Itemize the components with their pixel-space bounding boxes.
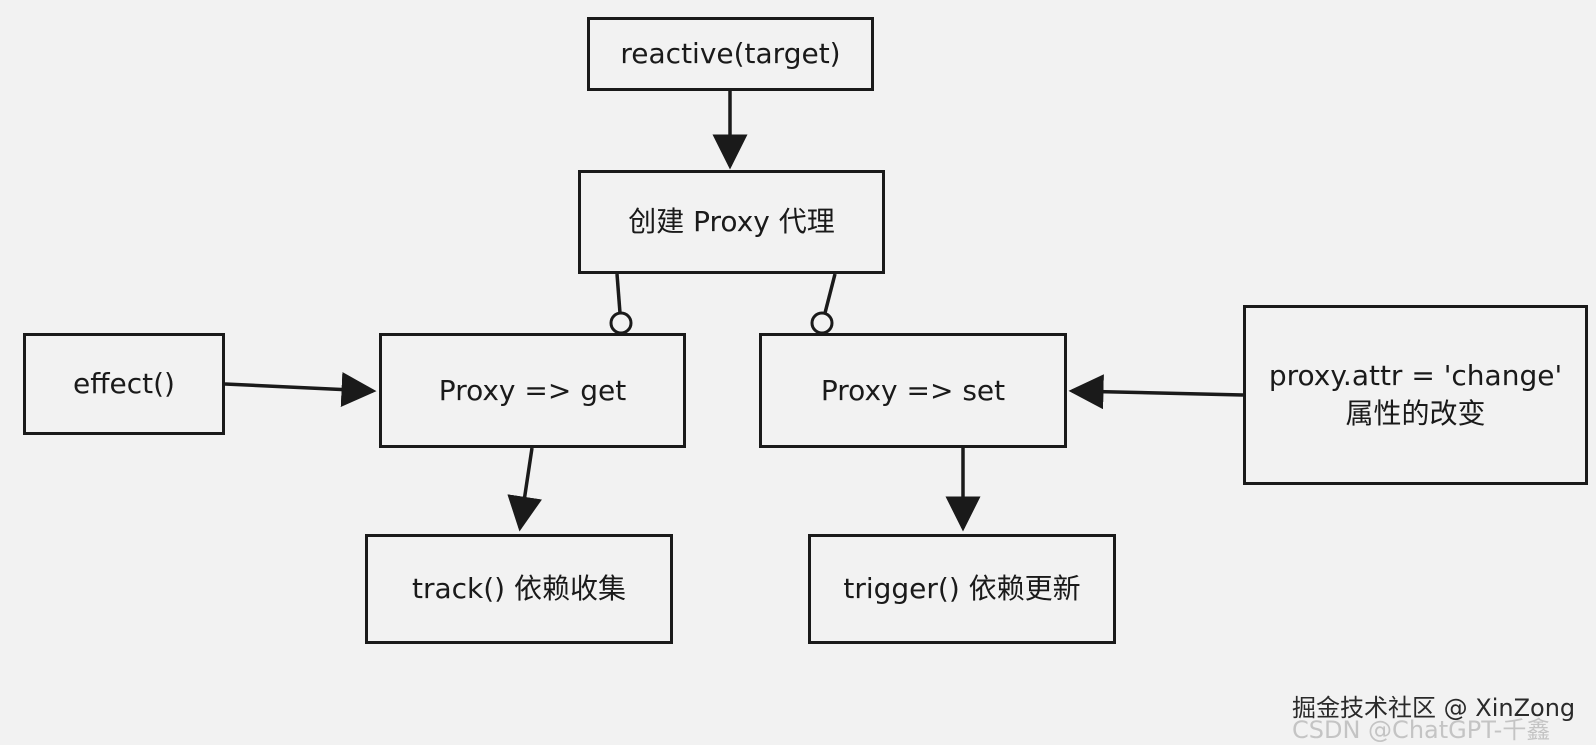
watermark: 掘金技术社区 @ XinZong bbox=[1292, 694, 1576, 722]
node-attr-change: proxy.attr = 'change' 属性的改变 bbox=[1243, 305, 1588, 485]
edge-get-to-track bbox=[507, 447, 542, 532]
edge-create-to-get bbox=[615, 273, 622, 314]
edge-change-to-set bbox=[1068, 374, 1244, 410]
node-trigger: trigger() 依赖更新 bbox=[808, 534, 1116, 644]
watermark-faint: CSDN @ChatGPT-千鑫 bbox=[1292, 716, 1551, 744]
edge-create-to-set bbox=[823, 273, 837, 314]
node-proxy-set-label: Proxy => set bbox=[820, 373, 1006, 407]
node-proxy-get: Proxy => get bbox=[379, 333, 686, 448]
node-attr-change-line2: 属性的改变 bbox=[1345, 397, 1486, 430]
node-reactive-target-label: reactive(target) bbox=[620, 37, 841, 71]
node-effect: effect() bbox=[23, 333, 225, 435]
node-reactive-target: reactive(target) bbox=[587, 17, 874, 91]
edge-create-to-get-circle bbox=[609, 311, 633, 335]
node-create-proxy-label: 创建 Proxy 代理 bbox=[628, 205, 835, 239]
node-proxy-set: Proxy => set bbox=[759, 333, 1067, 448]
node-track-label: track() 依赖收集 bbox=[411, 572, 626, 606]
node-track: track() 依赖收集 bbox=[365, 534, 673, 644]
edge-effect-to-get bbox=[224, 372, 377, 407]
node-attr-change-line1: proxy.attr = 'change' bbox=[1268, 359, 1563, 393]
node-effect-label: effect() bbox=[73, 367, 175, 401]
node-create-proxy: 创建 Proxy 代理 bbox=[578, 170, 885, 274]
edge-create-to-set-circle bbox=[810, 311, 834, 335]
node-proxy-get-label: Proxy => get bbox=[438, 373, 627, 407]
node-trigger-label: trigger() 依赖更新 bbox=[843, 572, 1081, 606]
